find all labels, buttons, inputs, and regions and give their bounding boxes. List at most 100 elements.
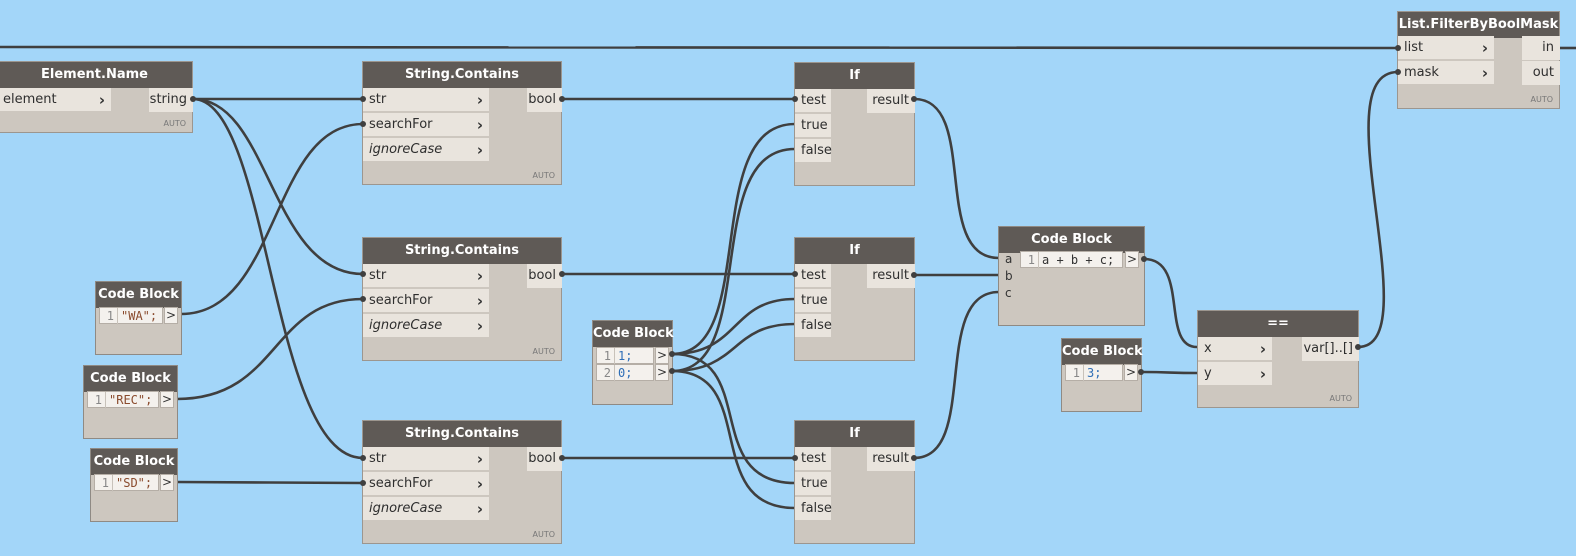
input-port-element[interactable]: element› bbox=[0, 88, 111, 112]
output-port-var[interactable]: var[]..[] bbox=[1302, 337, 1359, 361]
port-dot[interactable] bbox=[911, 96, 917, 102]
input-port-false[interactable]: false bbox=[795, 139, 832, 163]
code-line[interactable]: 1"SD"; bbox=[94, 474, 159, 492]
input-port-x[interactable]: x› bbox=[1198, 337, 1272, 361]
input-port-false[interactable]: false bbox=[795, 314, 832, 338]
port-dot[interactable] bbox=[911, 272, 917, 278]
wire-result3-to-c[interactable] bbox=[913, 290, 1000, 460]
output-port-string[interactable]: string bbox=[149, 88, 193, 112]
wire-wa-to-searchfor1[interactable] bbox=[180, 122, 364, 316]
wire-sd-to-searchfor3[interactable] bbox=[176, 480, 364, 485]
output-port-result[interactable]: result bbox=[867, 447, 915, 471]
port-dot[interactable] bbox=[360, 271, 366, 277]
input-port-searchfor[interactable]: searchFor› bbox=[363, 472, 489, 496]
filter-by-bool-mask-node[interactable]: List.FilterByBoolMask list› mask› in out… bbox=[1397, 11, 1560, 109]
output-port-result[interactable]: result bbox=[867, 264, 915, 288]
output-port-2[interactable]: > bbox=[655, 364, 669, 381]
wire-three-to-y[interactable] bbox=[1140, 370, 1198, 375]
string-contains-node-1[interactable]: String.Contains str› searchFor› ignoreCa… bbox=[362, 61, 562, 185]
if-node-1[interactable]: If test true false result bbox=[794, 62, 915, 186]
output-port-in[interactable]: in bbox=[1522, 36, 1560, 60]
port-dot[interactable] bbox=[1141, 256, 1147, 262]
code-block-rec[interactable]: Code Block 1"REC"; > bbox=[83, 365, 178, 439]
output-port[interactable]: > bbox=[160, 391, 174, 408]
wire-one-to-true3[interactable] bbox=[671, 352, 796, 485]
input-port-test[interactable]: test bbox=[795, 89, 831, 113]
wire-rec-to-searchfor2[interactable] bbox=[176, 297, 364, 401]
port-dot[interactable] bbox=[911, 455, 917, 461]
input-port-true[interactable]: true bbox=[795, 114, 831, 138]
output-port-1[interactable]: > bbox=[655, 347, 669, 364]
port-dot[interactable] bbox=[792, 455, 798, 461]
wire-string-to-str3[interactable] bbox=[192, 97, 364, 460]
port-dot[interactable] bbox=[360, 121, 366, 127]
code-line[interactable]: 1"REC"; bbox=[87, 391, 159, 409]
port-dot[interactable] bbox=[559, 455, 565, 461]
port-dot[interactable] bbox=[190, 96, 196, 102]
wire-one-to-true2[interactable] bbox=[671, 297, 796, 356]
wire-sum-to-x[interactable] bbox=[1143, 257, 1198, 349]
input-port-ignorecase[interactable]: ignoreCase› bbox=[363, 138, 489, 162]
output-port-result[interactable]: result bbox=[867, 89, 915, 113]
wire-one-to-true1[interactable] bbox=[671, 122, 796, 356]
input-port-false[interactable]: false bbox=[795, 497, 832, 521]
input-port-list[interactable]: list› bbox=[1398, 36, 1494, 60]
input-port-true[interactable]: true bbox=[795, 472, 831, 496]
code-block-wa[interactable]: Code Block 1"WA"; > bbox=[95, 281, 182, 355]
output-port[interactable]: > bbox=[164, 307, 178, 324]
wire-result1-to-a[interactable] bbox=[913, 97, 1000, 260]
wire-zero-to-false1[interactable] bbox=[671, 147, 796, 373]
port-dot[interactable] bbox=[1395, 45, 1401, 51]
wire-zero-to-false2[interactable] bbox=[671, 322, 796, 373]
input-port-b[interactable]: b bbox=[1005, 269, 1013, 283]
input-port-searchfor[interactable]: searchFor› bbox=[363, 113, 489, 137]
output-port-bool[interactable]: bool bbox=[527, 88, 562, 112]
output-port-out[interactable]: out bbox=[1522, 61, 1560, 85]
output-port-bool[interactable]: bool bbox=[527, 264, 562, 288]
input-port-ignorecase[interactable]: ignoreCase› bbox=[363, 497, 489, 521]
output-port[interactable]: > bbox=[1125, 251, 1139, 268]
string-contains-node-2[interactable]: String.Contains str› searchFor› ignoreCa… bbox=[362, 237, 562, 361]
input-port-ignorecase[interactable]: ignoreCase› bbox=[363, 314, 489, 338]
if-node-2[interactable]: If test true false result bbox=[794, 237, 915, 361]
port-dot[interactable] bbox=[792, 271, 798, 277]
port-dot[interactable] bbox=[669, 351, 675, 357]
port-dot[interactable] bbox=[1355, 344, 1361, 350]
input-port-c[interactable]: c bbox=[1005, 286, 1012, 300]
port-dot[interactable] bbox=[360, 296, 366, 302]
port-dot[interactable] bbox=[360, 480, 366, 486]
port-dot[interactable] bbox=[559, 271, 565, 277]
port-dot[interactable] bbox=[669, 368, 675, 374]
port-dot[interactable] bbox=[1138, 369, 1144, 375]
output-port[interactable]: > bbox=[160, 474, 174, 491]
input-port-test[interactable]: test bbox=[795, 447, 831, 471]
output-port[interactable]: > bbox=[1124, 364, 1138, 381]
if-node-3[interactable]: If test true false result bbox=[794, 420, 915, 544]
input-port-str[interactable]: str› bbox=[363, 447, 489, 471]
input-port-test[interactable]: test bbox=[795, 264, 831, 288]
port-dot[interactable] bbox=[792, 96, 798, 102]
input-port-y[interactable]: y› bbox=[1198, 362, 1272, 386]
output-port-bool[interactable]: bool bbox=[527, 447, 562, 471]
input-port-mask[interactable]: mask› bbox=[1398, 61, 1494, 85]
port-dot[interactable] bbox=[360, 455, 366, 461]
code-line[interactable]: 1"WA"; bbox=[99, 307, 163, 325]
port-dot[interactable] bbox=[559, 96, 565, 102]
input-port-true[interactable]: true bbox=[795, 289, 831, 313]
equals-node[interactable]: == x› y› var[]..[] AUTO bbox=[1197, 310, 1359, 408]
input-port-str[interactable]: str› bbox=[363, 264, 489, 288]
string-contains-node-3[interactable]: String.Contains str› searchFor› ignoreCa… bbox=[362, 420, 562, 544]
input-port-str[interactable]: str› bbox=[363, 88, 489, 112]
wire-filter-list[interactable] bbox=[0, 45, 1399, 50]
element-name-node[interactable]: Element.Name element› string AUTO bbox=[0, 61, 193, 133]
code-block-sd[interactable]: Code Block 1"SD"; > bbox=[90, 448, 178, 522]
input-port-a[interactable]: a bbox=[1005, 252, 1013, 266]
wire-string-to-str2[interactable] bbox=[192, 97, 364, 276]
